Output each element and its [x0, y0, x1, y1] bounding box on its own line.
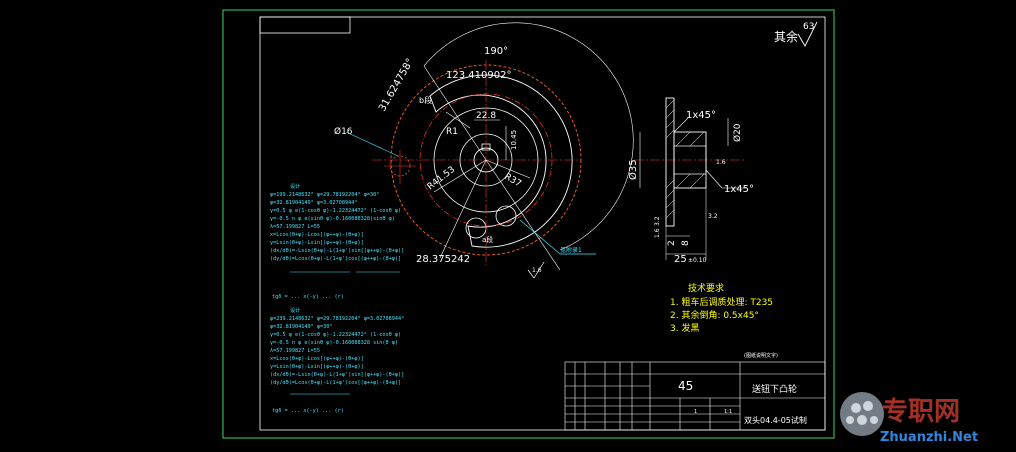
chamfer-top: 1x45° — [686, 110, 716, 121]
inner-frame — [259, 16, 826, 431]
surface-finish-symbol — [797, 21, 818, 47]
dim-radius-28: 28.375242 — [416, 254, 470, 265]
chamfer-leader-bottom — [705, 169, 723, 189]
formula-title-top: 设计 — [290, 182, 300, 190]
leader-r37 — [485, 159, 531, 179]
dim-angle-inner: 123.410902° — [446, 70, 511, 81]
dim-8: 8 — [681, 240, 691, 246]
title-count: 1 — [694, 409, 697, 415]
watermark-logo — [840, 392, 884, 436]
formula-line: φ=32.81904149° φ=30° — [270, 324, 332, 330]
formula-line: φ=32.81904149° φ=3.02708944° — [270, 200, 357, 206]
leader-28 — [439, 159, 487, 259]
rough-side4: 3.2 — [708, 213, 718, 220]
tech-requirements: 技术要求 1. 粗车后调质处理: T235 2. 其余倒角: 0.5x45° 3… — [670, 282, 773, 334]
title-drawing-no: 双头04.4-05试制 — [744, 415, 807, 425]
cam-profile — [429, 74, 573, 248]
formula-line: λ=57.199827 L=55 — [270, 348, 320, 354]
dia-35: Ø35 — [627, 159, 639, 180]
cam-view: 190° 123.410902° 31.624758° b段 R1 22.8 1… — [334, 22, 634, 279]
formula-line: (dx/dθ)=-Lsin(θ+φ)-L(1+φ')sin[(φ++φ)-(θ+… — [270, 248, 404, 254]
watermark-url: Zhuanzhi.Net — [880, 430, 978, 445]
dim-25: 25 — [674, 254, 687, 265]
dim-r37: R37 — [503, 172, 523, 190]
leader-radius — [433, 159, 487, 193]
formula-line: λ=57.199827 L=55 — [270, 224, 320, 230]
formula-line: γ=-0.5 n φ e(sinθ φ)-0.160088328(sinθ φ) — [270, 216, 395, 222]
formula-bottom-bottom: tgδ = ... x(-y) ... (r) — [272, 408, 344, 414]
formula-block-top: 设计 φ=199.2148632° φ=29.78192204° φ=30° φ… — [270, 182, 404, 300]
formula-line: x=Lcos(θ+φ)-Lcos[(φ++φ)-(θ+φ)] — [270, 232, 364, 238]
corner-box — [259, 16, 351, 34]
chamfer-bottom: 1x45° — [724, 184, 754, 195]
label-r1: R1 — [446, 127, 458, 137]
title-block — [564, 361, 826, 431]
dim-angle-outer: 190° — [484, 46, 508, 57]
dim-keyway-depth: 10.45 — [510, 130, 518, 150]
title-scale: 1:1 — [724, 409, 732, 415]
dim-2: 2 — [667, 240, 677, 246]
label-a-section: a段 — [482, 235, 493, 244]
leader-r1 — [445, 111, 471, 129]
roller-a — [465, 217, 487, 239]
rough-side1: 3.2 — [654, 216, 661, 226]
side-view: 1x45° 1x45° Ø20 Ø35 2 8 25 ±0.10 3.2 1.6… — [627, 97, 754, 265]
dia-16-leader — [345, 131, 399, 157]
tech-req-item: 3. 发黑 — [670, 322, 699, 334]
dia-20: Ø20 — [732, 123, 743, 142]
formula-bottom-top: tgδ = ... x(-y) ... (r) — [272, 294, 344, 300]
formula-line: (dx/dθ)=-Lsin(θ+φ)-L(1+φ')sin[(φ++φ)-(θ+… — [270, 372, 404, 378]
note-leader: 见附录1 — [560, 246, 582, 254]
dim-chord-a: 31.624758° — [377, 57, 416, 114]
formula-line: φ=239.2148632° φ=29.78192204° φ=3.027089… — [270, 316, 404, 322]
tech-req-item: 1. 粗车后调质处理: T235 — [670, 296, 773, 308]
surface-finish-label: 其余 — [774, 29, 798, 44]
tech-req-item: 2. 其余倒角: 0.5x45° — [670, 309, 759, 321]
formula-line: γ=0.5 φ e(1-cosθ φ)-1.22324472° (1-cosθ … — [270, 332, 401, 338]
dim-arc-190 — [423, 22, 634, 251]
formula-line: γ=-0.5 n φ e(sinθ φ)-0.160088328 sin(θ φ… — [270, 340, 398, 346]
title-school: (图纸说明文字) — [744, 352, 778, 359]
tech-req-title: 技术要求 — [688, 282, 724, 294]
roughness-symbol — [527, 261, 545, 279]
roller-b — [495, 205, 517, 227]
formula-line: (dy/dθ)=Lcos(θ+φ)-L(1+φ')cos[(φ++φ)-(θ+φ… — [270, 380, 401, 386]
rough-side2: 1.6 — [654, 228, 661, 238]
leader-bottom — [485, 159, 561, 271]
formula-line: (dy/dθ)=Lcos(θ+φ)-L(1+φ')cos[(φ++φ)-(θ+φ… — [270, 256, 401, 262]
formula-line: γ=0.5 φ e(1-cosθ φ)-1.22324472° (1-cosθ … — [270, 208, 401, 214]
hatch — [665, 99, 705, 219]
title-material: 45 — [678, 379, 693, 393]
chamfer-leader-top — [673, 117, 689, 133]
dim-width-22: 22.8 — [476, 111, 496, 121]
surface-finish-value: 63 — [803, 22, 814, 32]
rough-side3: 1.6 — [716, 159, 726, 166]
formula-line: y=Lsin(θ+φ)-Lsin[(φ++φ)-(θ+φ)] — [270, 364, 364, 370]
label-b-section: b段 — [419, 95, 432, 105]
roughness-16: 1.6 — [532, 267, 542, 274]
formula-line: φ=199.2148632° φ=29.78192204° φ=30° — [270, 192, 379, 198]
tol-25: ±0.10 — [688, 257, 707, 264]
formula-title-bottom: 设计 — [290, 306, 300, 314]
formula-block-bottom: 设计 φ=239.2148632° φ=29.78192204° φ=3.027… — [270, 306, 404, 414]
leader-a — [423, 65, 487, 161]
title-part-name: 送钮下凸轮 — [752, 383, 797, 395]
leader-blue — [519, 219, 561, 255]
dim-dia-16: Ø16 — [334, 126, 353, 137]
outer-frame — [222, 9, 835, 439]
watermark: 专职网 Zhuanzhi.Net — [840, 392, 978, 445]
watermark-brand: 专职网 — [882, 397, 960, 427]
formula-line: y=Lsin(θ+φ)-Lsin[(φ++φ)-(θ+φ)] — [270, 240, 364, 246]
formula-line: x=Lcos(θ+φ)-Lcos[(φ++φ)-(θ+φ)] — [270, 356, 364, 362]
dim-r41: R41.53 — [426, 165, 457, 193]
